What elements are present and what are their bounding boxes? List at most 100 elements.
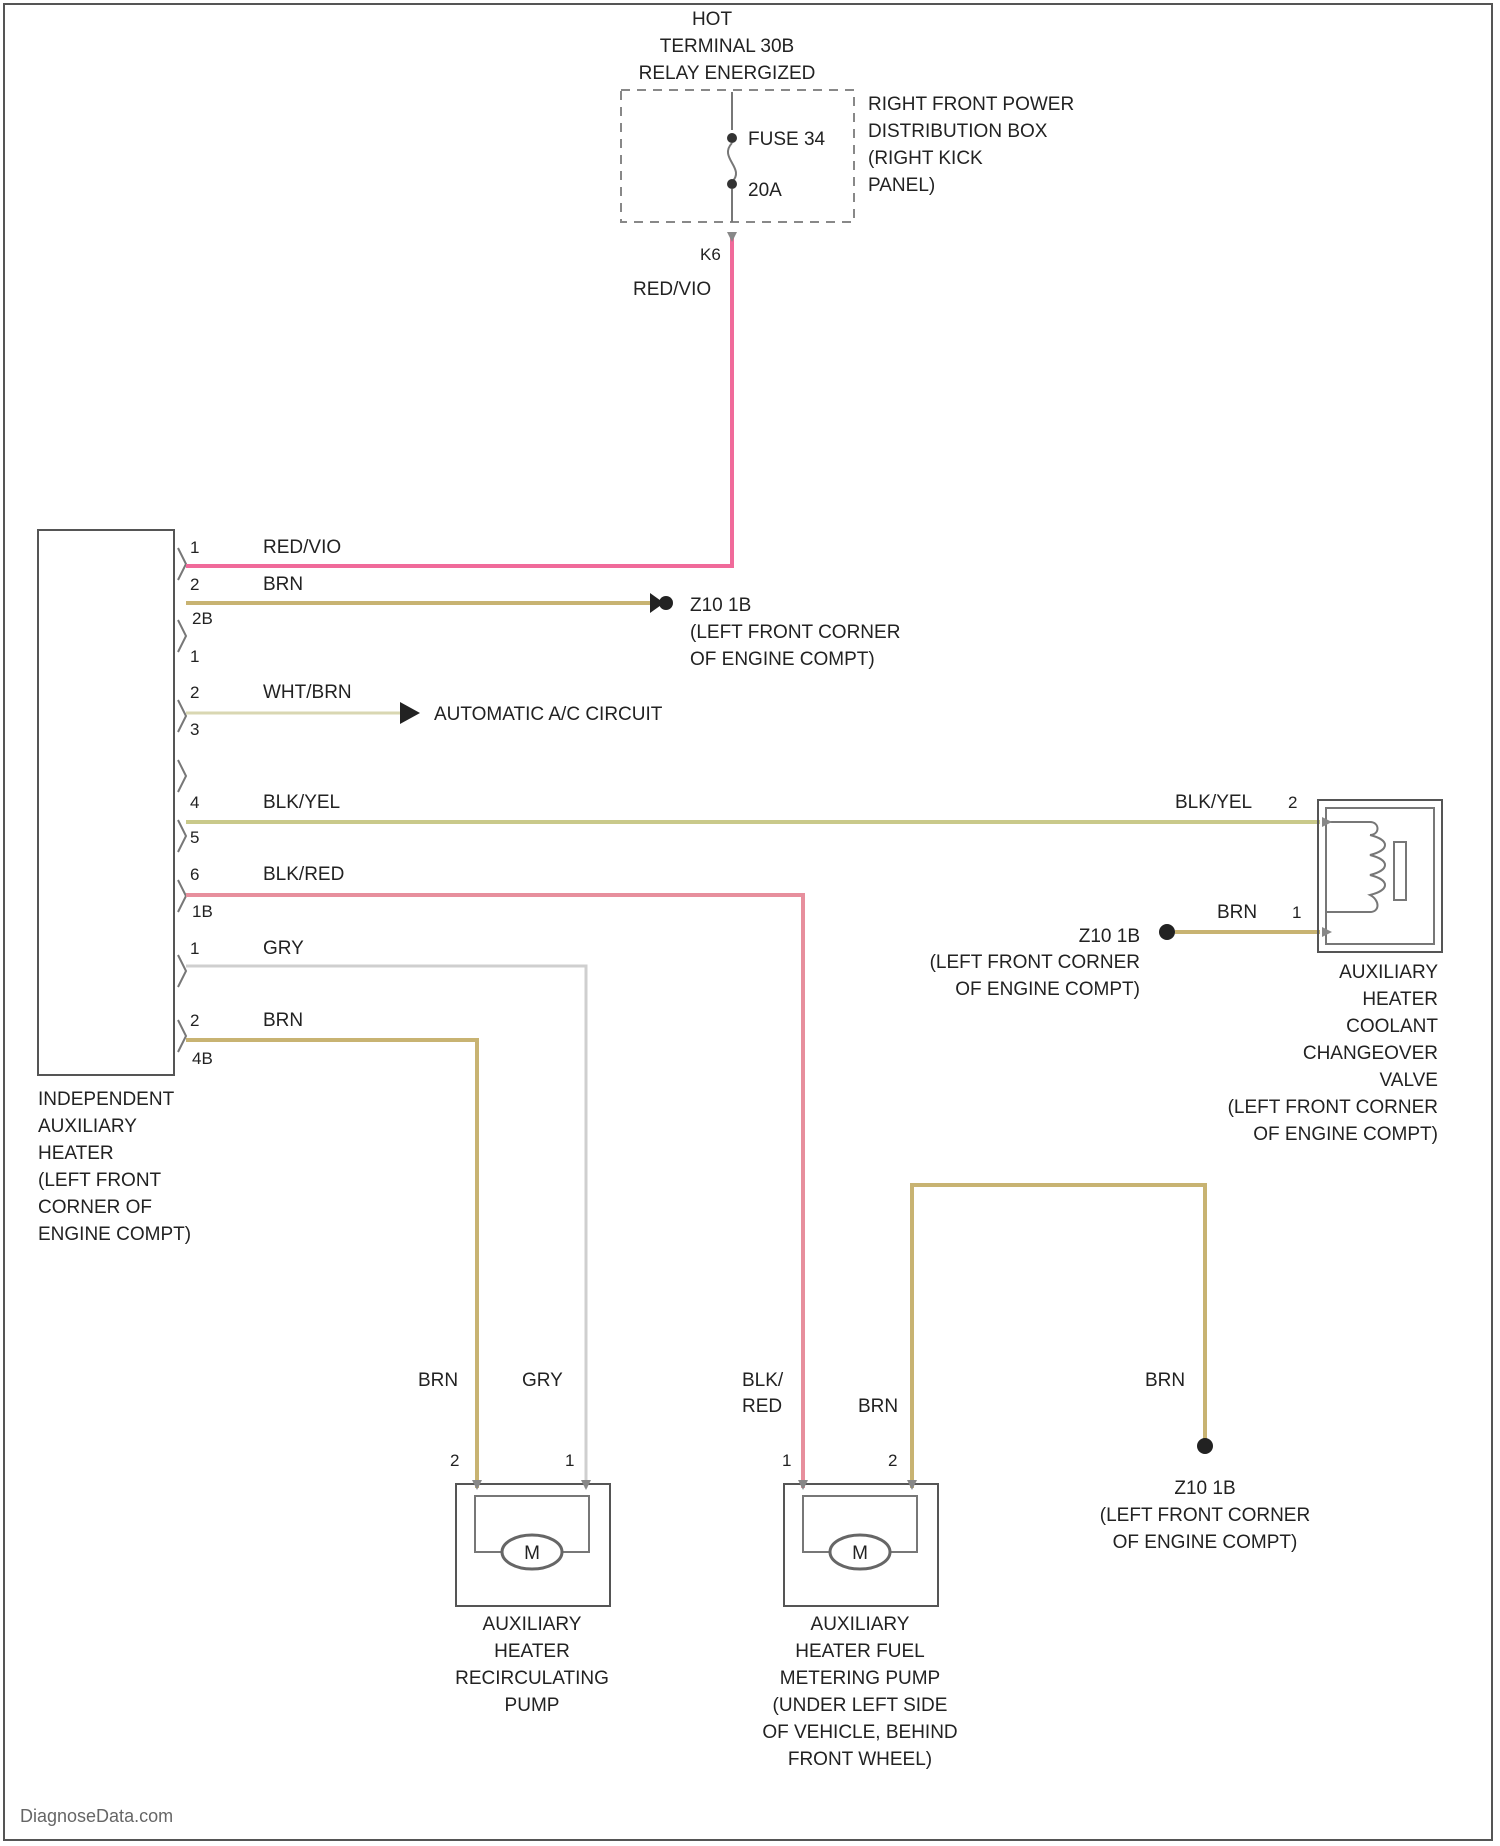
heater-pin: 1 <box>190 647 199 666</box>
valve-coil-core <box>1394 842 1406 900</box>
fuse-name: FUSE 34 <box>748 129 826 150</box>
wire-brn-fuel-ground <box>912 1185 1205 1488</box>
heater-pin: 2 <box>190 683 199 702</box>
wire-label-gry: GRY <box>263 938 304 959</box>
recirc-label-line-1: AUXILIARY <box>483 1614 582 1635</box>
valve-label-line-2: HEATER <box>1362 989 1438 1010</box>
heater-label-line-3: HEATER <box>38 1143 114 1164</box>
fuel-wire-b: BRN <box>858 1396 898 1417</box>
heater-label-line-1: INDEPENDENT <box>38 1089 175 1110</box>
ground-location-line-1: (LEFT FRONT CORNER <box>930 952 1140 973</box>
ground-name: Z10 1B <box>690 595 751 616</box>
wires <box>186 238 1320 1488</box>
ground-wire-label: BRN <box>1145 1370 1185 1391</box>
valve-label-line-5: VALVE <box>1380 1070 1438 1091</box>
wire-label-brn: BRN <box>263 574 303 595</box>
heater-pins: 1 2 2B 1 2 3 4 5 6 1B 1 2 4B <box>190 538 213 1068</box>
heater-connector-id: 2B <box>192 609 213 628</box>
heater-pin: 2 <box>190 1011 199 1030</box>
ground-name: Z10 1B <box>1174 1478 1235 1499</box>
wire-gry <box>186 966 586 1488</box>
auto-ac-label: AUTOMATIC A/C CIRCUIT <box>434 704 663 725</box>
heater-pin: 1 <box>190 538 199 557</box>
ground-location-line-1: (LEFT FRONT CORNER <box>690 622 900 643</box>
heater-connector-brackets <box>178 548 186 1052</box>
recirculating-pump: M BRN GRY 2 1 AUXILIARY HEATER RECIRCULA… <box>418 1370 610 1716</box>
page-frame <box>4 4 1492 1840</box>
heater-label-line-4: (LEFT FRONT <box>38 1170 162 1191</box>
distribution-box-output-pin: K6 <box>700 245 721 264</box>
recirc-label-line-4: PUMP <box>505 1695 560 1716</box>
heater-label-line-5: CORNER OF <box>38 1197 152 1218</box>
fuel-metering-pump: M BLK/ RED BRN 1 2 AUXILIARY HEATER FUEL… <box>742 1370 958 1770</box>
wire-blk-red <box>186 895 803 1488</box>
power-source-line-1: HOT <box>692 9 733 30</box>
fuel-wire-a-line-2: RED <box>742 1396 782 1417</box>
recirc-label-line-3: RECIRCULATING <box>455 1668 609 1689</box>
recirc-pin-a: 2 <box>450 1451 459 1470</box>
fuel-label-line-2: HEATER FUEL <box>795 1641 925 1662</box>
fuel-label-line-3: METERING PUMP <box>780 1668 940 1689</box>
valve-pin-in: 2 <box>1288 793 1297 812</box>
ground-z10-1b-heater: Z10 1B (LEFT FRONT CORNER OF ENGINE COMP… <box>650 593 900 670</box>
fuel-label-line-5: OF VEHICLE, BEHIND <box>762 1722 957 1743</box>
motor-symbol: M <box>524 1543 540 1564</box>
recirc-pin-b: 1 <box>565 1451 574 1470</box>
heater-pin: 1 <box>190 939 199 958</box>
valve-coil-icon <box>1326 822 1385 912</box>
ground-location-line-1: (LEFT FRONT CORNER <box>1100 1505 1310 1526</box>
heater-label-line-6: ENGINE COMPT) <box>38 1224 191 1245</box>
valve-label-line-6: (LEFT FRONT CORNER <box>1228 1097 1438 1118</box>
wire-brn-recirc <box>186 1040 477 1488</box>
wire-label-red-vio: RED/VIO <box>263 537 341 558</box>
heater-wire-labels: RED/VIO BRN WHT/BRN BLK/YEL BLK/RED GRY … <box>263 537 352 1031</box>
fuel-label-line-6: FRONT WHEEL) <box>788 1749 932 1770</box>
heater-pin: 3 <box>190 720 199 739</box>
distribution-box: FUSE 34 20A RIGHT FRONT POWER DISTRIBUTI… <box>621 90 1074 300</box>
ground-z10-1b-valve: Z10 1B (LEFT FRONT CORNER OF ENGINE COMP… <box>930 924 1175 1000</box>
fuel-pin-a: 1 <box>782 1451 791 1470</box>
heater-connector-id: 1B <box>192 902 213 921</box>
motor-symbol: M <box>852 1543 868 1564</box>
recirc-wire-b: GRY <box>522 1370 563 1391</box>
distribution-box-line-2: DISTRIBUTION BOX <box>868 121 1048 142</box>
distribution-box-outline <box>621 90 854 222</box>
heater-connector-id: 4B <box>192 1049 213 1068</box>
wire-label-wht-brn: WHT/BRN <box>263 682 352 703</box>
ground-name: Z10 1B <box>1079 926 1140 947</box>
ground-location-line-2: OF ENGINE COMPT) <box>690 649 875 670</box>
ground-location-line-2: OF ENGINE COMPT) <box>955 979 1140 1000</box>
circuit-arrow-icon <box>400 702 420 724</box>
ground-point-icon <box>1159 924 1175 940</box>
coolant-changeover-valve: BLK/YEL 2 BRN 1 AUXILIARY HEATER COOLANT… <box>1175 792 1442 1145</box>
fuse-terminal-bottom <box>727 179 737 189</box>
heater-body <box>38 530 174 1075</box>
heater-label-line-2: AUXILIARY <box>38 1116 137 1137</box>
distribution-box-line-4: PANEL) <box>868 175 935 196</box>
heater-pin: 5 <box>190 828 199 847</box>
valve-inner-frame <box>1326 808 1434 944</box>
heater-pin: 2 <box>190 575 199 594</box>
auto-ac-reference: AUTOMATIC A/C CIRCUIT <box>400 702 663 725</box>
valve-wire-in: BLK/YEL <box>1175 792 1252 813</box>
recirc-wire-a: BRN <box>418 1370 458 1391</box>
valve-label-line-1: AUXILIARY <box>1339 962 1438 983</box>
heater-pin: 6 <box>190 865 199 884</box>
distribution-box-output-wire: RED/VIO <box>633 279 711 300</box>
fuse-34-symbol <box>728 143 736 182</box>
valve-label-line-7: OF ENGINE COMPT) <box>1253 1124 1438 1145</box>
fuse-terminal-top <box>727 133 737 143</box>
terminal-marker-icon <box>727 232 737 242</box>
ground-point-icon <box>659 596 673 610</box>
power-source: HOT TERMINAL 30B RELAY ENERGIZED <box>639 9 816 84</box>
auxiliary-heater: INDEPENDENT AUXILIARY HEATER (LEFT FRONT… <box>38 530 191 1245</box>
fuse-rating: 20A <box>748 180 782 201</box>
watermark: DiagnoseData.com <box>20 1806 173 1826</box>
power-source-line-3: RELAY ENERGIZED <box>639 63 816 84</box>
wire-label-blk-yel: BLK/YEL <box>263 792 340 813</box>
valve-pin-ground: 1 <box>1292 903 1301 922</box>
fuel-wire-a: BLK/ <box>742 1370 784 1391</box>
ground-location-line-2: OF ENGINE COMPT) <box>1113 1532 1298 1553</box>
valve-wire-ground: BRN <box>1217 902 1257 923</box>
